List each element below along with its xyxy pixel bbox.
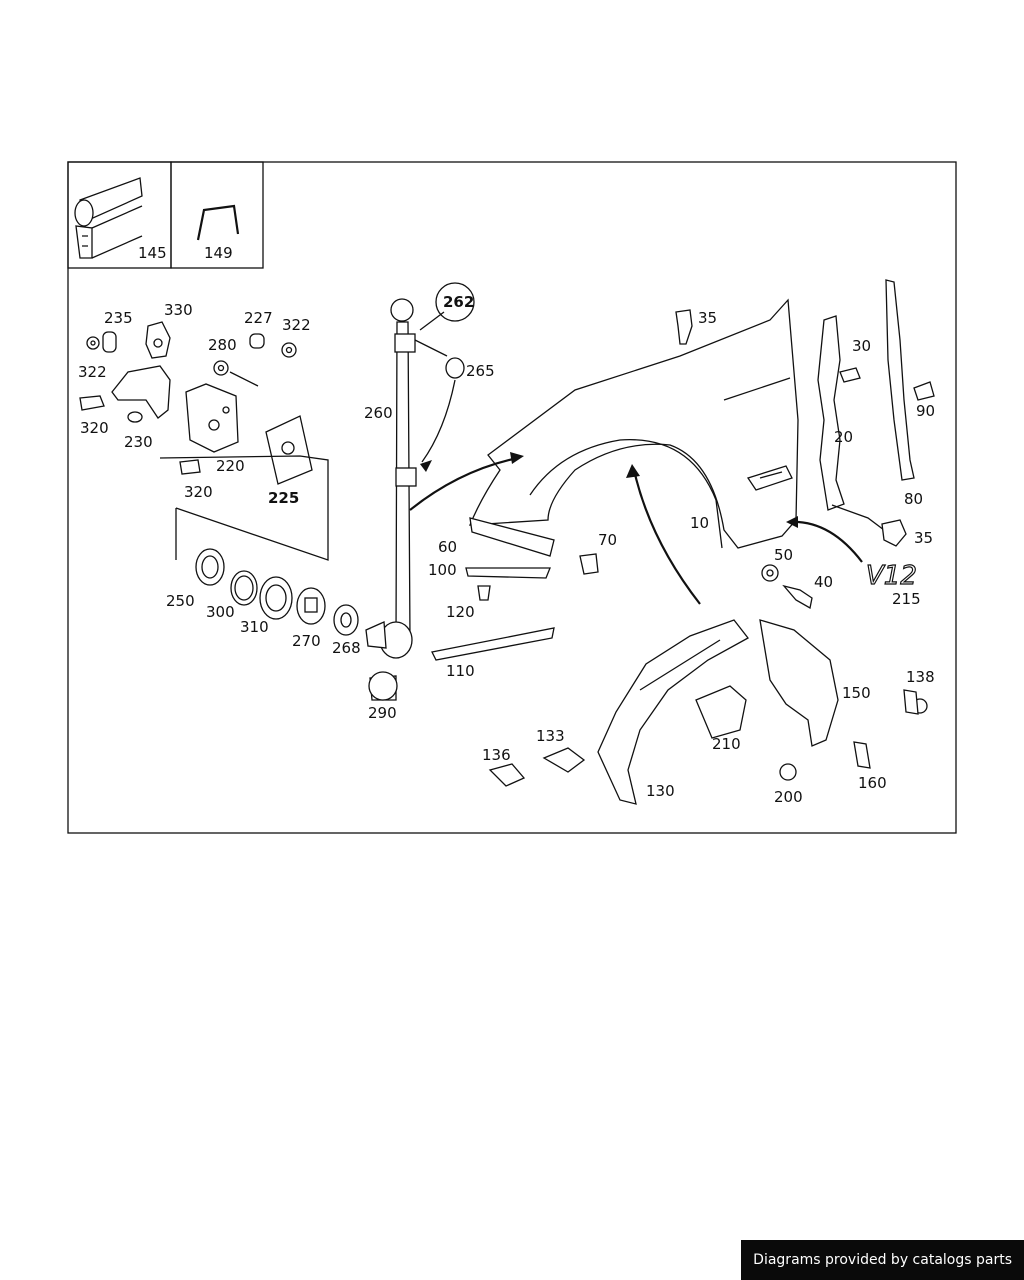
part-label-330: 330 — [164, 301, 193, 319]
part-label-130: 130 — [646, 782, 675, 800]
part-label-70: 70 — [598, 531, 617, 549]
part-label-150: 150 — [842, 684, 871, 702]
part-label-220: 220 — [216, 457, 245, 475]
part-label-110: 110 — [446, 662, 475, 680]
part-label-50: 50 — [774, 546, 793, 564]
part-label-133: 133 — [536, 727, 565, 745]
part-label-227: 227 — [244, 309, 273, 327]
wire-clip-part — [196, 204, 240, 241]
part-label-290: 290 — [368, 704, 397, 722]
trim-strips-group — [431, 517, 599, 661]
arrow-group — [409, 452, 863, 605]
hinge-bracket-group — [79, 321, 329, 561]
part-label-322-left: 322 — [78, 363, 107, 381]
part-label-100: 100 — [428, 561, 457, 579]
part-label-145: 145 — [138, 244, 167, 262]
part-label-265: 265 — [466, 362, 495, 380]
part-label-120: 120 — [446, 603, 475, 621]
clip-133 — [542, 747, 586, 773]
part-label-230: 230 — [124, 433, 153, 451]
part-label-136: 136 — [482, 746, 511, 764]
seal-strip-part — [74, 177, 143, 259]
part-label-149: 149 — [204, 244, 233, 262]
fender-part — [469, 298, 799, 549]
footer-banner: Diagrams provided by catalogs parts — [741, 1240, 1024, 1280]
part-label-60: 60 — [438, 538, 457, 556]
callout-circle-262 — [435, 282, 475, 322]
bolt-35-top — [675, 309, 693, 345]
part-label-30: 30 — [852, 337, 871, 355]
part-label-280: 280 — [208, 336, 237, 354]
side-bracket-group — [817, 279, 935, 531]
part-label-260: 260 — [364, 404, 393, 422]
part-label-235: 235 — [104, 309, 133, 327]
part-label-210: 210 — [712, 735, 741, 753]
part-label-90: 90 — [916, 402, 935, 420]
part-label-322-right: 322 — [282, 316, 311, 334]
part-label-200: 200 — [774, 788, 803, 806]
part-label-35-side: 35 — [914, 529, 933, 547]
lock-parts-group — [195, 548, 359, 636]
part-label-160: 160 — [858, 774, 887, 792]
part-label-270: 270 — [292, 632, 321, 650]
part-label-215: 215 — [892, 590, 921, 608]
part-label-262: 262 — [443, 293, 474, 311]
part-label-250: 250 — [166, 592, 195, 610]
part-label-320-top: 320 — [80, 419, 109, 437]
clip-136 — [488, 763, 526, 787]
part-label-20: 20 — [834, 428, 853, 446]
diagram-frame — [67, 161, 957, 834]
part-label-80: 80 — [904, 490, 923, 508]
wheel-liner-group — [597, 619, 928, 805]
part-label-10: 10 — [690, 514, 709, 532]
bolt-35-side — [881, 519, 907, 547]
v12-badge: V12 — [866, 561, 917, 591]
part-label-268: 268 — [332, 639, 361, 657]
fastener-group — [761, 564, 813, 610]
part-label-40: 40 — [814, 573, 833, 591]
part-label-320-bottom: 320 — [184, 483, 213, 501]
part-label-225: 225 — [268, 489, 299, 507]
part-label-300: 300 — [206, 603, 235, 621]
antenna-rod-part — [365, 298, 465, 701]
part-label-35-top: 35 — [698, 309, 717, 327]
inset-box-clip — [170, 161, 264, 269]
part-label-138: 138 — [906, 668, 935, 686]
part-label-310: 310 — [240, 618, 269, 636]
